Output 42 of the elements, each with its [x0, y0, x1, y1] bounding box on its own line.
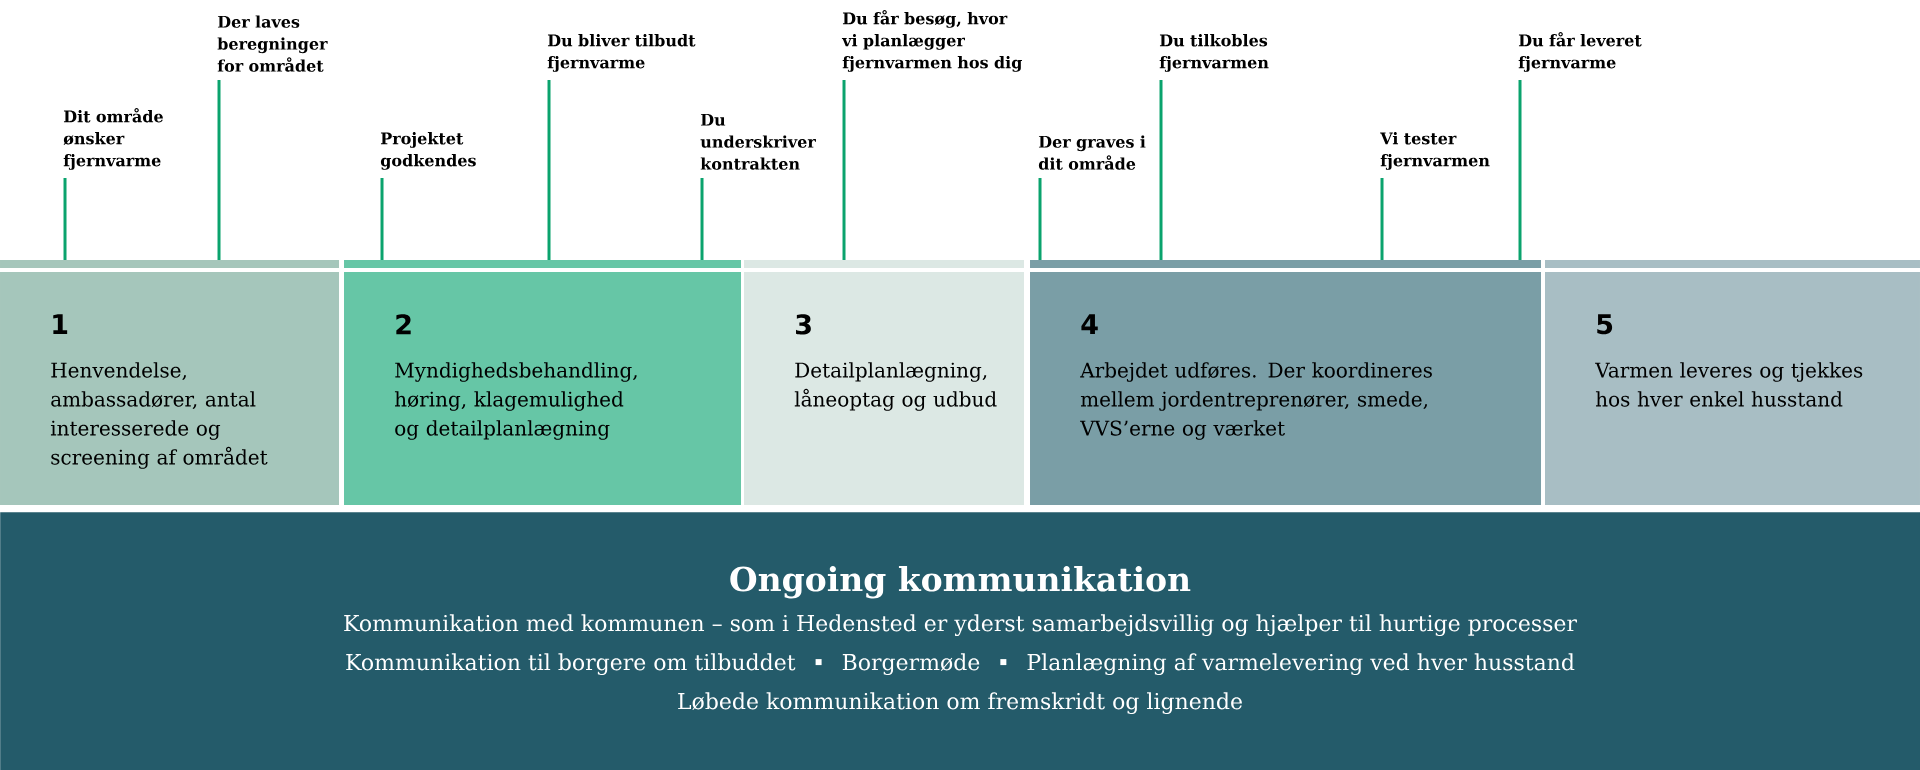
milestone-label: Vi tester fjernvarmen [1380, 132, 1490, 170]
phase-box [1030, 260, 1541, 505]
communication-band [0, 512, 1920, 770]
milestone-label: Du får besøg, hvor vi planlægger fjernvarmen hos dig [841, 10, 1022, 72]
milestone-line [1038, 178, 1042, 260]
communication-line: Kommunikation med kommunen – som i Hedensted er yderst samarbejdsvillig og hjælper til hurtige processer [344, 614, 1577, 636]
milestone-label: Dit område ønsker fjernvarme [63, 108, 163, 170]
communication-item: Borgermøde [842, 653, 980, 675]
communication-item: Planlægning af varmelevering ved hver husstand [1027, 653, 1575, 675]
milestone-line [1159, 80, 1163, 260]
milestone-line [217, 80, 221, 260]
milestone-line [700, 178, 704, 260]
phase-number: 3 [796, 314, 811, 335]
phase-box [1545, 260, 1920, 505]
communication-item: Kommunikation til borgere om tilbuddet [346, 653, 796, 675]
phase-description: Myndighedsbehandling, høring, klagemulighed og detailplanlægning [394, 362, 637, 440]
milestone-label: Du får leveret fjernvarme [1518, 32, 1642, 72]
band-heading: Ongoing kommunikation [730, 566, 1191, 599]
phase-description: Arbejdet udføres. Der koordineres mellem jordentreprenører, smede, VVS’erne og værket [1080, 362, 1432, 440]
milestone-label: Projektet godkendes [380, 132, 476, 170]
phase-number: 5 [1597, 314, 1613, 335]
phase-number: 1 [53, 314, 68, 334]
milestone-line [380, 178, 384, 260]
milestone-label: Der laves beregninger for området [217, 15, 328, 72]
milestone-label: Du bliver tilbudt fjernvarme [547, 34, 696, 72]
milestone-label: Du tilkobles fjernvarmen [1159, 34, 1269, 72]
phase-description: Detailplanlægning, låneoptag og udbud [794, 362, 997, 411]
phase-description: Varmen leveres og tjekkes hos hver enkel husstand [1595, 362, 1863, 407]
communication-line: Løbede kommunikation om fremskridt og lignende [678, 692, 1242, 714]
phase-number: 4 [1081, 314, 1098, 334]
phase-description: Henvendelse, ambassadører, antal interesserede og screening af området [50, 362, 268, 469]
milestone-line [63, 178, 67, 260]
phase-box [744, 260, 1024, 505]
phase-box [0, 260, 339, 505]
milestone-line [547, 80, 551, 260]
milestone-label: Du underskriver kontrakten [700, 113, 816, 170]
milestone-line [1380, 178, 1384, 260]
milestone-label: Der graves i dit område [1038, 135, 1146, 170]
milestone-line [1518, 80, 1522, 260]
phase-number: 2 [396, 314, 411, 335]
phase-box [344, 260, 741, 505]
milestone-line [842, 80, 846, 260]
